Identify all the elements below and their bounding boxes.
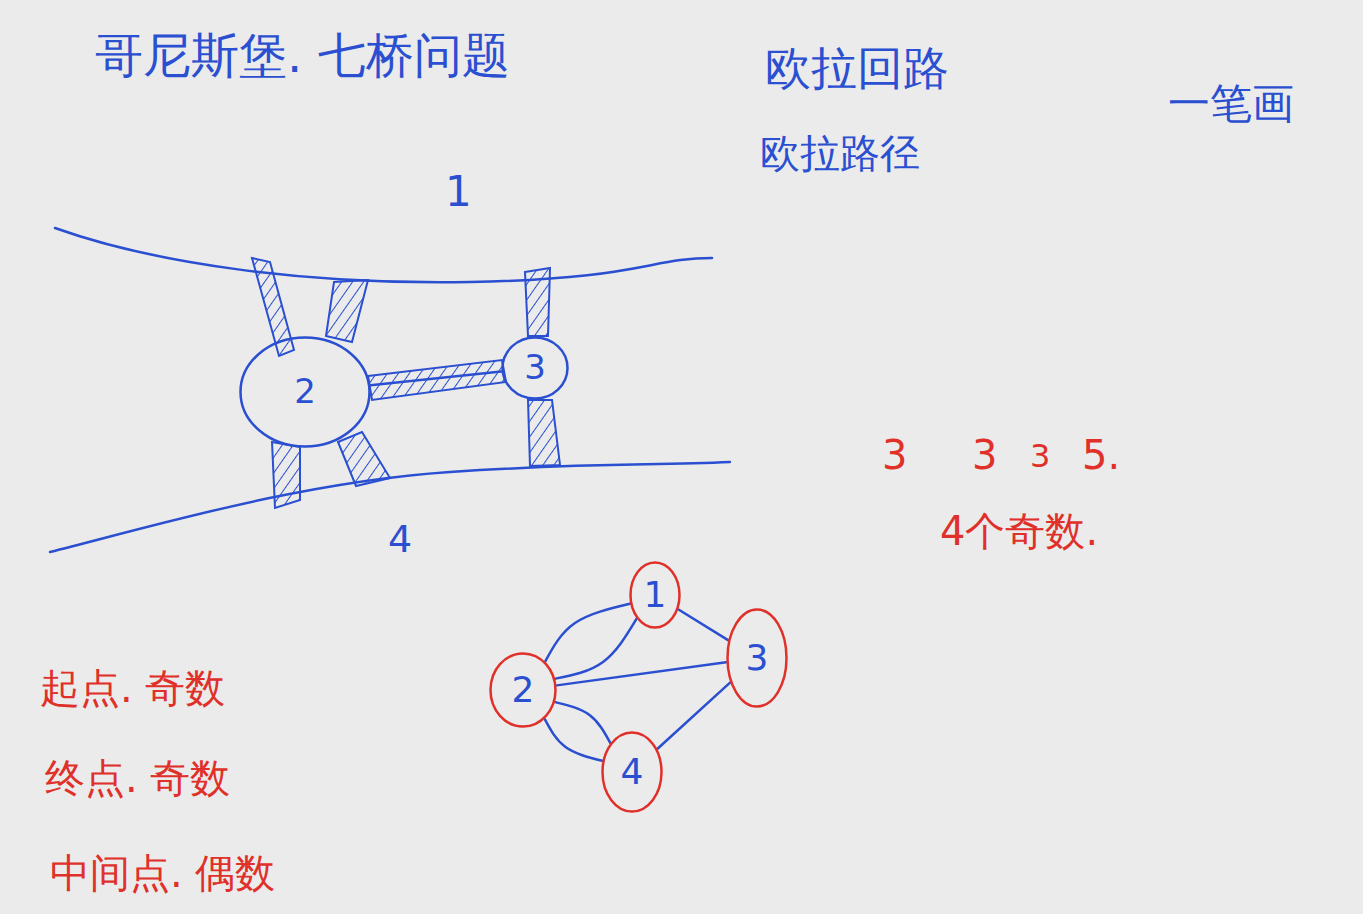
graph-vertex: 1: [629, 561, 681, 629]
node-border: [728, 610, 787, 707]
graph-edge: [545, 719, 602, 761]
island: 3: [501, 336, 569, 400]
note: 4个奇数.: [940, 508, 1098, 554]
river-bank: [55, 228, 712, 282]
note: 一笔画: [1168, 80, 1294, 128]
term: 欧拉路径: [760, 130, 920, 176]
node-border: [241, 338, 370, 447]
bridge: [326, 280, 368, 342]
node-label: 4: [621, 752, 644, 792]
graph-edge: [658, 683, 730, 749]
land-label: 1: [445, 168, 472, 216]
bridge: [368, 360, 506, 400]
title: 哥尼斯堡. 七桥问题: [95, 28, 510, 83]
island: 2: [239, 336, 371, 448]
bridge: [528, 400, 560, 466]
term: 欧拉回路: [765, 42, 949, 95]
degree-number: 3: [972, 432, 997, 478]
degree-number: 3: [1030, 438, 1050, 475]
graph-edge: [545, 604, 630, 661]
bridge: [338, 432, 390, 486]
bridge-edge: [371, 372, 502, 386]
bridge: [252, 258, 294, 356]
graph-vertex: 2: [489, 652, 557, 728]
land-label: 4: [388, 518, 412, 562]
node-label: 1: [644, 575, 667, 615]
graph-vertex: 4: [601, 731, 663, 813]
graph-edge: [557, 662, 726, 685]
node-label: 2: [512, 670, 535, 710]
rule-note: 起点. 奇数: [40, 665, 225, 711]
graph-edge: [555, 702, 610, 743]
node-border: [603, 733, 662, 812]
degree-number: 5.: [1082, 432, 1120, 478]
node-border: [491, 654, 556, 727]
node-label: 3: [524, 349, 546, 386]
node-border: [503, 338, 568, 399]
rule-note: 终点. 奇数: [45, 755, 230, 801]
graph-edge: [679, 610, 729, 641]
node-border: [631, 563, 680, 628]
graph-vertex: 3: [726, 608, 788, 708]
node-label: 2: [294, 373, 316, 410]
bridge: [272, 442, 300, 508]
node-label: 3: [746, 638, 769, 678]
rule-note: 中间点. 偶数: [50, 850, 275, 896]
bridge: [525, 268, 550, 336]
degree-number: 3: [882, 432, 907, 478]
